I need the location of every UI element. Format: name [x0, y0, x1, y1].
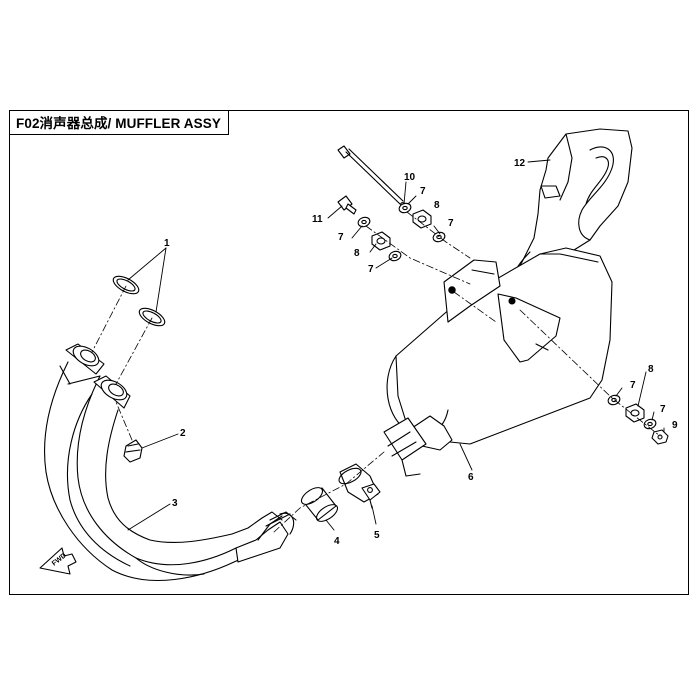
assembly-center-lines: [91, 211, 661, 533]
callout-number: 10: [404, 172, 416, 183]
callout-number: 7: [660, 404, 666, 415]
muffler-part-6: [383, 247, 613, 477]
long-bolt-part-10: [337, 145, 408, 210]
callout-leader-lines: [127, 159, 665, 531]
callout-number: 7: [448, 218, 454, 229]
callout-number: 8: [354, 248, 360, 259]
callout-number: 6: [468, 472, 474, 483]
diagram-frame: [9, 110, 689, 595]
callout-number: 8: [434, 200, 440, 211]
nut-part-9: [651, 429, 669, 445]
callout-number: 7: [630, 380, 636, 391]
gasket-part-1: [112, 275, 166, 327]
clamp-part-5: [338, 463, 381, 509]
callout-numbers: 1 2 3 4 5 6 7 7 7 7 7 7 8 8 8 9 10 11 12: [164, 158, 678, 547]
callout-number: 5: [374, 530, 380, 541]
exhaust-header-part-3: [44, 343, 297, 581]
rubber-damper-part-8: [371, 209, 645, 423]
callout-number: 11: [312, 214, 323, 225]
callout-number: 4: [334, 536, 340, 547]
callout-number: 7: [420, 186, 426, 197]
short-bolt-part-11: [337, 195, 357, 215]
callout-number: 2: [180, 428, 186, 439]
callout-number: 7: [338, 232, 344, 243]
diagram-title: F02消声器总成/ MUFFLER ASSY: [9, 110, 229, 135]
callout-number: 8: [648, 364, 654, 375]
forward-direction-arrow: FWD: [39, 547, 77, 575]
callout-number: 1: [164, 238, 170, 249]
callout-number: 3: [172, 498, 178, 509]
nut-part-2: [123, 439, 143, 463]
callout-number: 7: [368, 264, 374, 275]
sleeve-gasket-part-4: [300, 487, 339, 522]
callout-number: 9: [672, 420, 678, 431]
callout-number: 12: [514, 158, 526, 169]
